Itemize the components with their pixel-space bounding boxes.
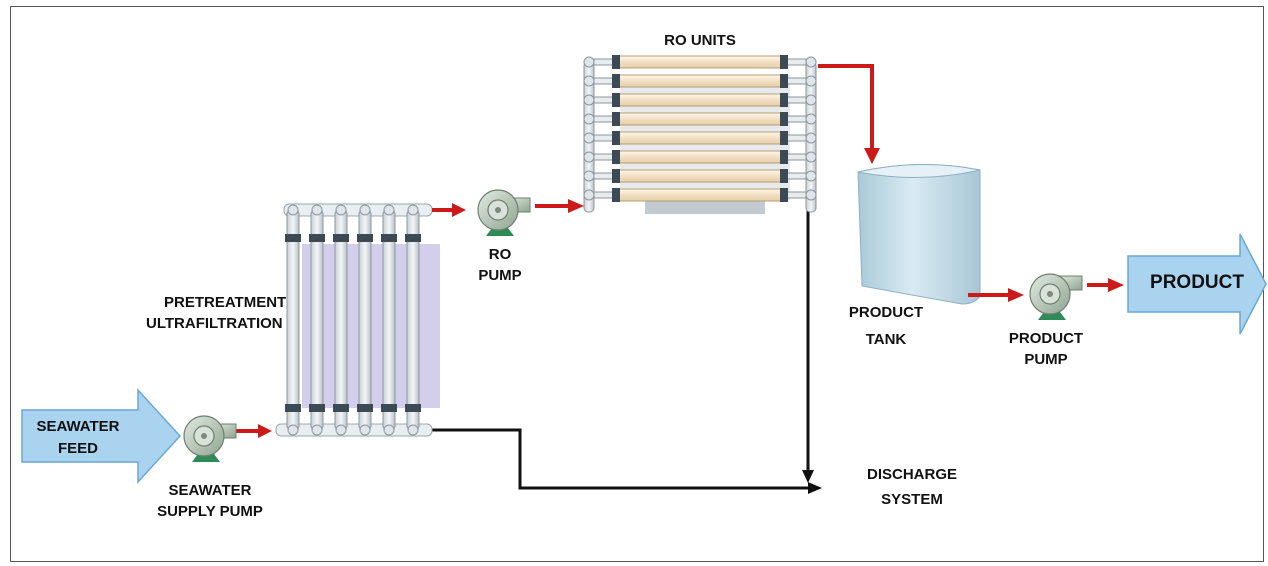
pretreatment-label-line2: ULTRAFILTRATION [146,315,283,332]
pump-base [486,228,514,236]
product-arrow-label: PRODUCT [1150,272,1244,293]
seawater-feed-label: SEAWATER FEED [22,416,134,460]
uf-columns [285,209,421,431]
discharge-system-label-line2: SYSTEM [881,491,943,508]
ro-membrane-tube [583,150,817,164]
flow-arrowheads [258,148,1124,438]
ro-pump-label-line2: PUMP [478,267,522,284]
product-arrow [1127,233,1267,335]
tank-top [857,164,981,178]
ro-membrane-tube [583,112,817,126]
discharge-arrowhead [808,482,822,494]
ro-units-label: RO UNITS [664,32,736,49]
ro-pump-label: RO PUMP [470,244,530,286]
ro-to-tank-line [818,64,874,150]
ro-units [583,55,817,214]
product-pump-label-line1: PRODUCT [1008,330,1084,347]
discharge-system-label: DISCHARGE SYSTEM [842,464,982,510]
seawater-supply-pump-label: SEAWATER SUPPLY PUMP [140,480,280,522]
seawater-feed-label-line1: SEAWATER [36,418,120,435]
uf-header-knobs [287,204,419,436]
ro-pump-label-line1: RO [488,246,512,263]
ro-pump [477,189,531,236]
ro-membrane-tube [583,131,817,145]
product-tank-label: PRODUCT TANK [826,302,946,350]
seawater-feed-arrow [21,388,182,484]
ro-tubes [583,55,817,202]
seawater-supply-pump-label-line2: SUPPLY PUMP [157,503,263,520]
ultrafiltration-unit [275,203,440,437]
product-pump [1029,273,1083,320]
ro-membrane-tube [583,188,817,202]
uf-column [405,209,421,431]
seawater-supply-pump [183,415,237,462]
discharge-lines [425,205,810,490]
uf-discharge-line [425,428,810,490]
product-tank-label-line2: TANK [865,331,907,348]
pretreatment-label: PRETREATMENT ULTRAFILTRATION [140,292,340,334]
pump-base [1038,312,1066,320]
pump-base [192,454,220,462]
uf-column [285,209,301,431]
ro-membrane-tube [583,55,817,69]
uf-column [381,209,397,431]
ro-membrane-tube [583,93,817,107]
seawater-supply-pump-label-line1: SEAWATER [168,482,252,499]
product-pump-label: PRODUCT PUMP [986,328,1106,370]
ro-membrane-tube [583,169,817,183]
product-tank-label-line1: PRODUCT [848,304,924,321]
seawater-feed-label-line2: FEED [57,440,98,457]
uf-column [357,209,373,431]
product-pump-label-line2: PUMP [1024,351,1068,368]
tank-body [857,164,981,305]
product-tank [857,164,981,305]
ro-discharge-arrowhead [802,470,814,483]
ro-membrane-tube [583,74,817,88]
pretreatment-label-line1: PRETREATMENT [164,294,287,311]
discharge-system-label-line1: DISCHARGE [866,466,957,483]
